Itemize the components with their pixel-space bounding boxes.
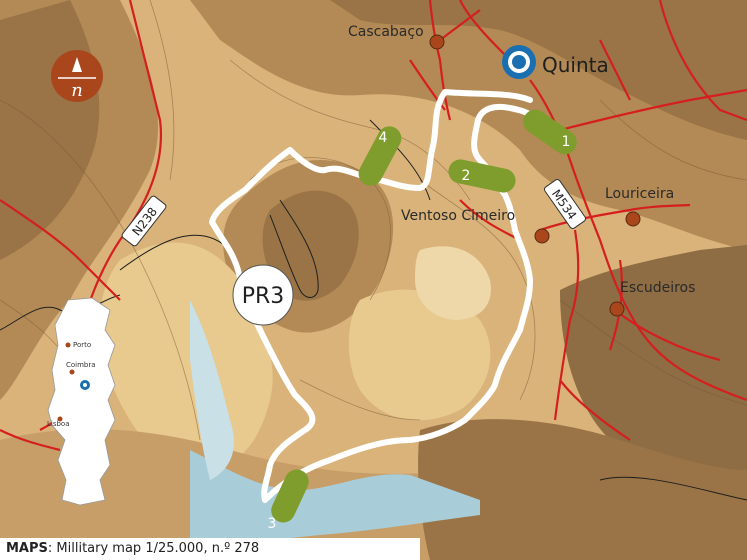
north-arrow-icon [72, 57, 82, 72]
roads [0, 0, 747, 452]
terrain-valley-light-2 [348, 289, 491, 421]
waypoint-2-marker [448, 159, 516, 193]
label-cascabaco: Cascabaço [348, 24, 424, 40]
waypoint-4-marker [358, 126, 402, 186]
map-caption: MAPS: Millitary map 1/25.000, n.º 278 [0, 538, 420, 560]
compass-letter: n [71, 80, 83, 101]
waypoint-1-label: 1 [562, 134, 571, 150]
waypoint-3-label: 3 [268, 516, 277, 532]
waypoint-markers [271, 109, 577, 523]
contour-lines-dark [0, 119, 747, 501]
terrain-ridge-top-dark [330, 0, 747, 140]
inset-label-lisboa: Lisboa [47, 420, 70, 428]
terrain-lower-dark [418, 419, 747, 560]
inset-label-coimbra: Coimbra [66, 361, 96, 369]
terrain-valley-light-3 [415, 246, 491, 320]
village-dot-ventoso-cimeiro [534, 228, 550, 244]
inset-dot-coimbra [69, 369, 75, 375]
inset-quinta-icon-center [83, 383, 87, 387]
label-quinta: Quinta [542, 53, 609, 77]
inset-dot-porto [65, 342, 71, 348]
quinta-marker [502, 45, 536, 79]
river [190, 450, 480, 543]
caption-text: : Millitary map 1/25.000, n.º 278 [47, 541, 260, 556]
label-ventoso-cimeiro: Ventoso Cimeiro [401, 208, 515, 224]
compass-badge: n [51, 50, 103, 102]
village-dot-louriceira [625, 211, 641, 227]
trail-route [209, 89, 538, 503]
village-dot-escudeiros [609, 301, 625, 317]
waypoint-3-marker [271, 469, 309, 523]
waypoint-1-marker [523, 109, 577, 155]
inset-label-porto: Porto [73, 341, 91, 349]
river-bank [190, 300, 234, 480]
terrain-hill-center-dark [262, 190, 359, 301]
waypoint-2-label: 2 [462, 168, 471, 184]
label-escudeiros: Escudeiros [620, 280, 695, 296]
waypoint-4-label: 4 [379, 130, 388, 146]
pr3-label: PR3 [242, 284, 285, 309]
village-dots [429, 34, 641, 317]
label-louriceira: Louriceira [605, 186, 674, 202]
portugal-inset: Porto Coimbra Lisboa [47, 297, 116, 506]
terrain-valley-light [99, 242, 273, 470]
pr3-badge: PR3 [232, 264, 294, 326]
caption-bold: MAPS [6, 541, 48, 556]
portugal-outline [47, 297, 116, 506]
village-dot-cascabaco [429, 34, 445, 50]
inset-dot-lisboa [57, 416, 63, 422]
